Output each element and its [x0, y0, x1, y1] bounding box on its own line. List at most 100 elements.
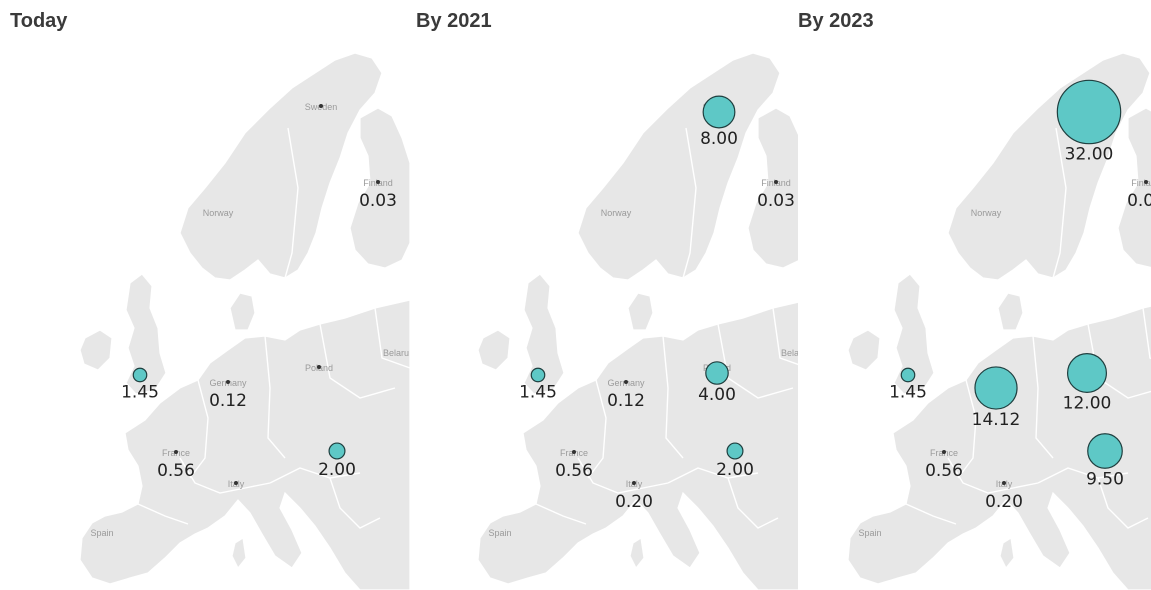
europe-map: SwedenFinland0.03Norway1.45Germany0.12Po… [79, 52, 411, 590]
value-bubble[interactable] [726, 442, 744, 460]
country-border [347, 117, 361, 214]
value-label: 0.12 [209, 391, 247, 411]
value-label: 32.00 [1065, 145, 1114, 165]
country-border [1142, 307, 1151, 360]
value-bubble[interactable] [328, 442, 346, 460]
value-label: 0.12 [607, 391, 645, 411]
value-bubble[interactable] [1056, 79, 1122, 145]
country-name-label: Norway [601, 208, 632, 218]
value-bubble[interactable] [132, 367, 148, 383]
europe-map: Sweden32.00Finland0.03Norway1.45Germany1… [847, 52, 1151, 590]
country-border [587, 379, 607, 479]
land-region [231, 537, 247, 570]
land-region [229, 292, 256, 331]
country-border [535, 503, 587, 525]
country-border [1087, 323, 1151, 399]
country-border [1052, 127, 1067, 279]
country-border [269, 467, 361, 484]
land-region [747, 107, 798, 269]
country-dot [376, 180, 380, 184]
country-dot [317, 365, 321, 369]
value-bubble[interactable] [1067, 353, 1107, 393]
europe-map: Sweden8.00Finland0.03Norway1.45Germany0.… [477, 52, 798, 590]
value-label: 12.00 [1063, 393, 1112, 413]
country-border [319, 323, 396, 399]
value-label: 1.45 [519, 383, 557, 403]
value-bubble[interactable] [530, 367, 546, 383]
value-label: 1.45 [121, 383, 159, 403]
country-border [179, 457, 271, 494]
country-border [772, 307, 798, 366]
value-bubble[interactable] [705, 361, 729, 385]
country-border [189, 379, 209, 479]
country-dot [174, 450, 178, 454]
land-region [179, 52, 383, 281]
value-label: 2.00 [318, 460, 356, 480]
country-border [1032, 335, 1054, 459]
land-region [627, 292, 654, 331]
country-name-label: Norway [971, 208, 1002, 218]
country-border [374, 307, 411, 369]
country-border [1097, 477, 1149, 529]
country-dot [226, 380, 230, 384]
country-border [264, 335, 286, 459]
country-dot [624, 380, 628, 384]
value-bubble[interactable] [900, 367, 916, 383]
value-label: 8.00 [700, 129, 738, 149]
land-region [847, 329, 881, 371]
country-name-label: Norway [203, 208, 234, 218]
value-label: 0.03 [757, 191, 795, 211]
map-panel-2023: By 2023 Sweden32.00Finland0.03Norway1.45… [798, 0, 1151, 590]
country-border [1037, 467, 1129, 484]
country-border [577, 457, 669, 494]
value-bubble[interactable] [702, 95, 736, 129]
country-border [717, 323, 794, 399]
value-label: 4.00 [698, 385, 736, 405]
map-panel-2021: By 2021 Sweden8.00Finland0.03Norway1.45G… [416, 0, 798, 590]
value-label: 14.12 [972, 410, 1021, 430]
land-region [125, 273, 167, 395]
country-dot [632, 481, 636, 485]
country-dot [234, 481, 238, 485]
country-name-label: Finland [1131, 178, 1151, 188]
country-name-label: Spain [90, 528, 113, 538]
land-region [523, 273, 565, 395]
country-dot [774, 180, 778, 184]
land-region [349, 107, 411, 269]
value-label: 0.56 [157, 461, 195, 481]
value-bubble[interactable] [1087, 433, 1123, 469]
country-border [667, 467, 759, 484]
panel-title: By 2023 [798, 10, 874, 32]
country-dot [1144, 180, 1148, 184]
value-label: 0.56 [925, 461, 963, 481]
value-label: 0.56 [555, 461, 593, 481]
map-panel-today: Today SwedenFinland0.03Norway1.45Germany… [0, 0, 416, 590]
value-label: 0.20 [615, 492, 653, 512]
country-border [745, 117, 759, 214]
country-border [905, 503, 957, 525]
country-dot [942, 450, 946, 454]
country-border [957, 379, 977, 479]
country-border [727, 477, 779, 529]
country-name-label: Belaru [383, 348, 409, 358]
country-border [1115, 117, 1129, 214]
country-border [329, 477, 381, 529]
map-land-group [79, 52, 411, 590]
country-dot [1002, 481, 1006, 485]
land-region [999, 537, 1015, 570]
land-region [477, 329, 511, 371]
country-name-label: Spain [488, 528, 511, 538]
country-name-label: Belaru [781, 348, 798, 358]
value-label: 0.03 [1127, 191, 1151, 211]
panel-title: By 2021 [416, 10, 492, 32]
value-bubble[interactable] [974, 366, 1018, 410]
panel-title: Today [10, 10, 68, 32]
country-border [682, 127, 697, 279]
country-border [662, 335, 684, 459]
land-region [1117, 107, 1151, 269]
country-border [947, 457, 1039, 494]
value-label: 2.00 [716, 460, 754, 480]
value-label: 0.20 [985, 492, 1023, 512]
country-border [137, 503, 189, 525]
land-region [893, 273, 935, 395]
